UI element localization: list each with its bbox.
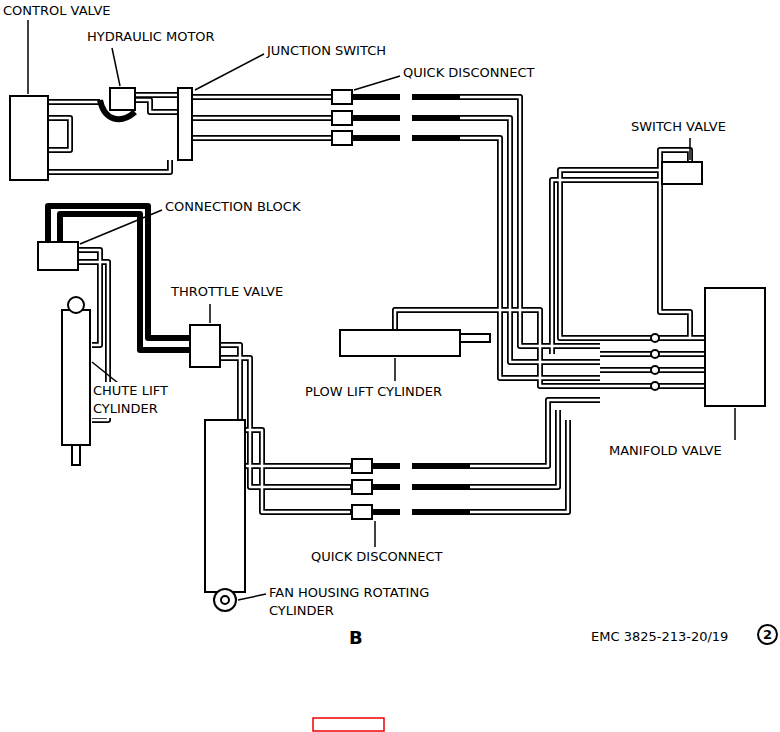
- figure-sheet-number: 2: [763, 628, 772, 641]
- figure-letter: B: [348, 627, 364, 649]
- part-label: MANIFOLD VALVE: [608, 442, 723, 460]
- figure-number: EMC 3825-213-20/19: [590, 628, 729, 646]
- part-label: JUNCTION SWITCH: [266, 42, 387, 60]
- part-label: PLOW LIFT CYLINDER: [304, 383, 443, 401]
- part-label: SWITCH VALVE: [630, 118, 727, 136]
- circled-number: 2: [757, 624, 778, 645]
- part-label: HYDRAULIC MOTOR: [86, 28, 216, 46]
- part-label: QUICK DISCONNECT: [402, 64, 535, 82]
- part-label: QUICK DISCONNECT: [310, 548, 443, 566]
- part-label: CONTROL VALVE: [2, 2, 112, 20]
- part-label: FAN HOUSING ROTATING CYLINDER: [268, 584, 470, 620]
- part-label: CONNECTION BLOCK: [164, 198, 301, 216]
- part-label: CHUTE LIFT CYLINDER: [92, 382, 194, 418]
- part-label: THROTTLE VALVE: [170, 283, 284, 301]
